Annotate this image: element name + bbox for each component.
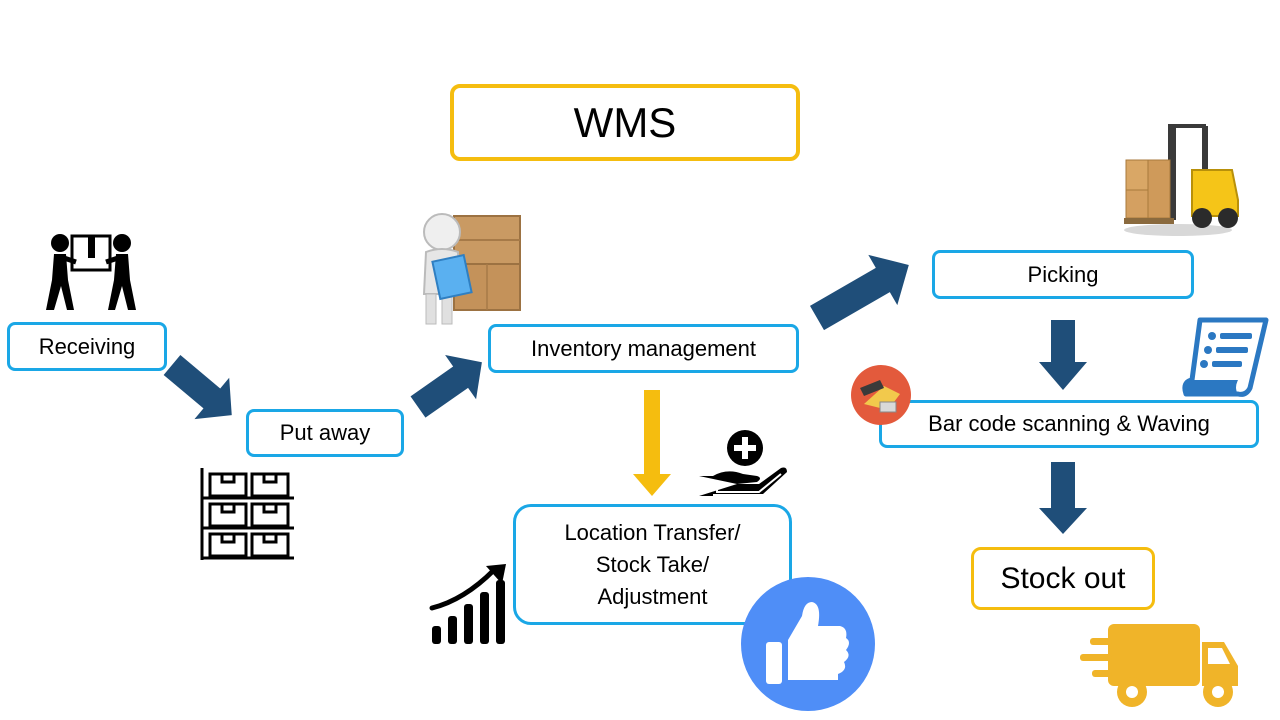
arrow-inventory-to-location bbox=[633, 390, 671, 496]
node-barcode-label: Bar code scanning & Waving bbox=[928, 411, 1210, 436]
forklift-icon bbox=[1124, 124, 1239, 236]
node-put-away: Put away bbox=[246, 409, 404, 457]
node-location-transfer: Location Transfer/ Stock Take/ Adjustmen… bbox=[513, 504, 792, 625]
arrow-picking-to-barcode bbox=[1039, 320, 1087, 390]
node-picking-label: Picking bbox=[1027, 261, 1099, 287]
location-line-2: Stock Take/ bbox=[595, 551, 710, 577]
node-inventory-label: Inventory management bbox=[530, 335, 757, 361]
location-line-1: Location Transfer/ bbox=[564, 519, 741, 545]
title-text: WMS bbox=[573, 98, 677, 146]
warehouse-shelves-icon bbox=[200, 468, 294, 560]
carrying-box-icon bbox=[46, 234, 136, 310]
location-line-3: Adjustment bbox=[597, 583, 708, 609]
arrow-putaway-to-inventory bbox=[410, 355, 482, 418]
arrow-inventory-to-picking bbox=[810, 254, 909, 331]
node-stock-out: Stock out bbox=[971, 547, 1155, 610]
barcode-scanner-icon bbox=[851, 365, 911, 425]
node-barcode: Bar code scanning & Waving bbox=[879, 400, 1259, 448]
delivery-truck-icon bbox=[1080, 624, 1238, 707]
arrow-barcode-to-stockout bbox=[1039, 462, 1087, 534]
thumbs-up-icon bbox=[741, 577, 875, 711]
title-box: WMS bbox=[450, 84, 800, 161]
node-picking: Picking bbox=[932, 250, 1194, 299]
hand-plus-icon bbox=[699, 430, 787, 496]
inventory-person-icon bbox=[422, 213, 521, 325]
node-inventory: Inventory management bbox=[488, 324, 799, 373]
node-receiving: Receiving bbox=[7, 322, 167, 371]
node-receiving-label: Receiving bbox=[38, 333, 136, 359]
growth-chart-icon bbox=[429, 564, 506, 644]
node-stock-out-label: Stock out bbox=[1000, 561, 1126, 595]
checklist-icon bbox=[1182, 317, 1269, 397]
node-put-away-label: Put away bbox=[279, 420, 371, 445]
arrow-receiving-to-putaway bbox=[163, 355, 232, 420]
